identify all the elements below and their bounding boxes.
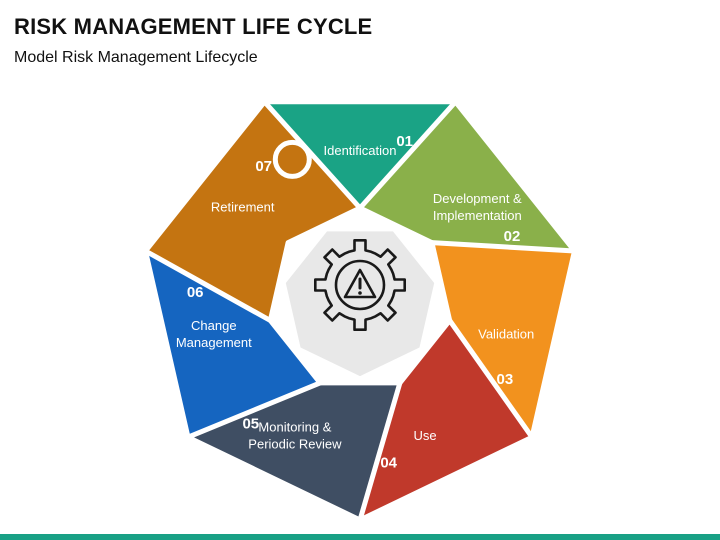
segment-label-line: Monitoring & (258, 420, 331, 435)
segment-number-02: 02 (504, 228, 521, 245)
segment-label-line: Use (414, 428, 437, 443)
segment-label-01: Identification (324, 143, 397, 158)
gear-warning-icon (314, 239, 406, 331)
segment-label-line: Change (191, 318, 237, 333)
segment-number-06: 06 (187, 284, 204, 301)
segment-number-03: 03 (497, 371, 514, 388)
slide-subtitle: Model Risk Management Lifecycle (14, 49, 258, 66)
segment-label-line: Implementation (433, 208, 522, 223)
segment-label-05: Monitoring & Periodic Review (248, 420, 342, 452)
segment-number-04: 04 (380, 455, 397, 472)
segment-label-line: Retirement (211, 200, 275, 215)
segment-label-04: Use (414, 428, 437, 443)
center-hub (278, 224, 442, 384)
center-heptagon (278, 224, 442, 384)
segment-label-07: Retirement (211, 200, 275, 215)
segment-knob-07 (272, 139, 312, 179)
segment-label-line: Development & (433, 191, 522, 206)
segment-label-line: Management (176, 335, 252, 350)
footer-accent-bar (0, 534, 720, 540)
segment-label-line: Periodic Review (248, 437, 342, 452)
segment-label-line: Validation (478, 326, 534, 341)
segment-label-line: Identification (324, 143, 397, 158)
segment-number-07: 07 (255, 158, 272, 175)
segment-label-03: Validation (478, 326, 534, 341)
segment-label-02: Development & Implementation (433, 191, 522, 223)
segment-number-05: 05 (242, 416, 259, 433)
slide-title: RISK MANAGEMENT LIFE CYCLE (14, 14, 373, 39)
segment-number-01: 01 (396, 133, 413, 150)
